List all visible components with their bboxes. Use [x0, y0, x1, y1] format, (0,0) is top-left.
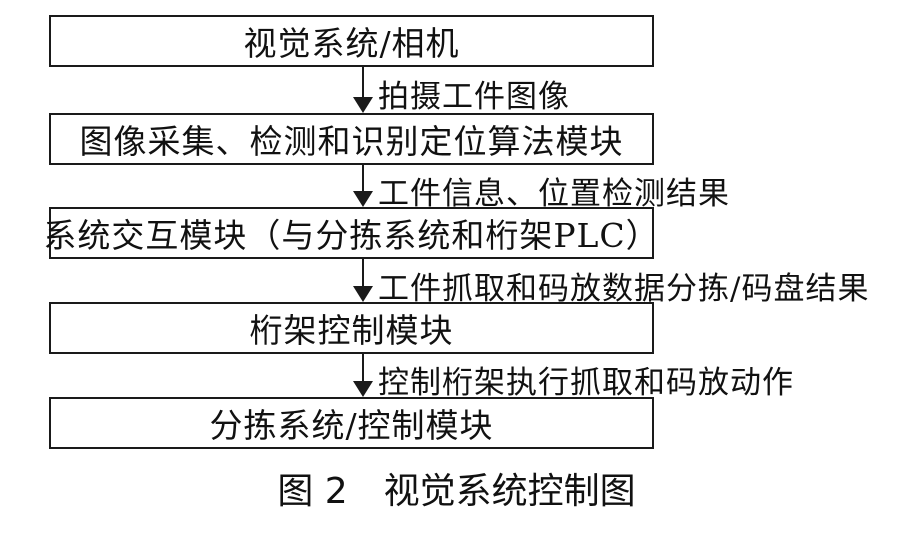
step-camera-label: 视觉系统/相机 — [243, 24, 460, 63]
arrow-1 — [353, 67, 373, 113]
figure-caption: 图 2 视觉系统控制图 — [277, 471, 636, 512]
edge-label-4: 控制桁架执行抓取和码放动作 — [378, 365, 794, 401]
step-detection-module-label: 图像采集、检测和识别定位算法模块 — [79, 122, 624, 161]
arrow-2 — [353, 165, 373, 207]
step-interaction-module-label: 系统交互模块（与分拣系统和桁架PLC） — [43, 216, 660, 255]
edge-label-2: 工件信息、位置检测结果 — [378, 176, 730, 212]
step-gantry-control: 桁架控制模块 — [49, 302, 654, 354]
step-interaction-module: 系统交互模块（与分拣系统和桁架PLC） — [43, 207, 659, 259]
step-gantry-control-label: 桁架控制模块 — [249, 311, 454, 350]
arrow-head-icon — [353, 286, 373, 302]
arrow-head-icon — [353, 97, 373, 113]
arrow-head-icon — [353, 191, 373, 207]
arrow-head-icon — [353, 381, 373, 397]
step-sorting-control: 分拣系统/控制模块 — [49, 397, 654, 449]
edge-label-3: 工件抓取和码放数据分拣/码盘结果 — [378, 271, 870, 307]
step-sorting-control-label: 分拣系统/控制模块 — [209, 406, 494, 445]
edge-label-1: 拍摄工件图像 — [378, 79, 570, 115]
arrow-4 — [353, 354, 373, 397]
step-camera: 视觉系统/相机 — [49, 15, 654, 67]
step-detection-module: 图像采集、检测和识别定位算法模块 — [49, 113, 654, 165]
arrow-3 — [353, 259, 373, 302]
